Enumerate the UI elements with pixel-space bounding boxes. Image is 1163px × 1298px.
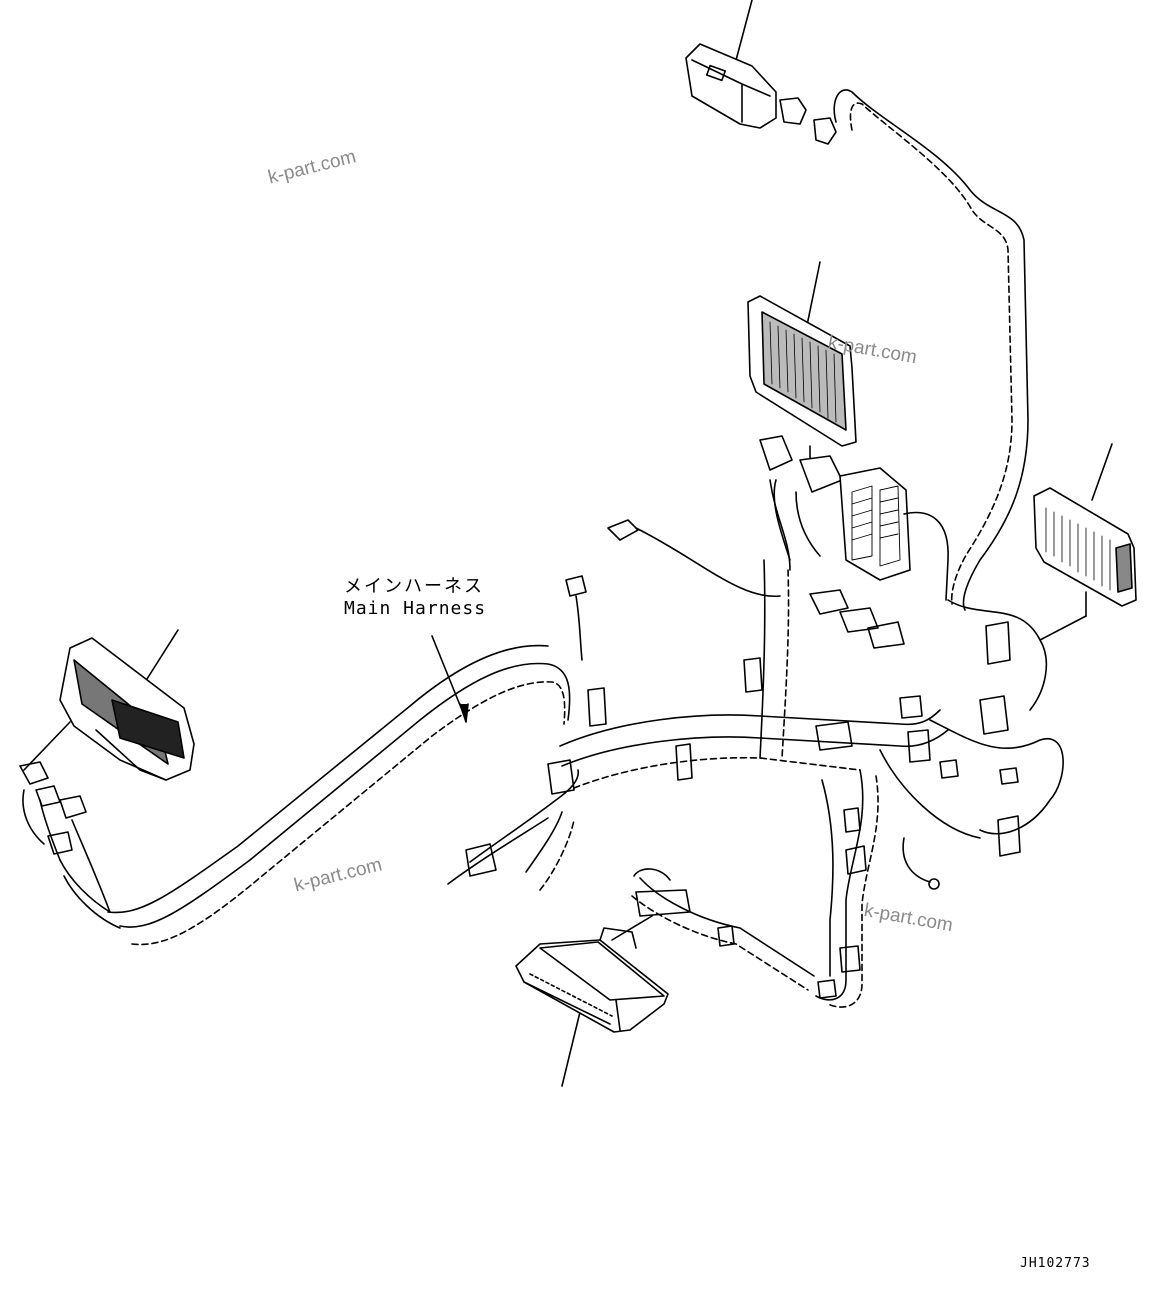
main-harness-pointer [431, 635, 469, 723]
leader-line-bottom [561, 1011, 581, 1087]
drawing-code: JH102773 [1020, 1256, 1091, 1271]
controller-bottom-component [515, 889, 691, 1087]
controller-top-component [685, 0, 837, 145]
controller-right-component [1033, 443, 1137, 641]
fuse-box-component [759, 435, 949, 649]
main-harness-label-jp: メインハーネス [344, 576, 484, 597]
leader-line-top [734, 0, 753, 65]
harness-branch-top-right [833, 89, 1029, 611]
relay-panel-component [747, 261, 857, 459]
main-harness-label-en: Main Harness [344, 598, 487, 619]
harness-connectors [465, 519, 1021, 999]
leader-line-right [1091, 443, 1113, 501]
monitor-left-component [19, 629, 195, 913]
